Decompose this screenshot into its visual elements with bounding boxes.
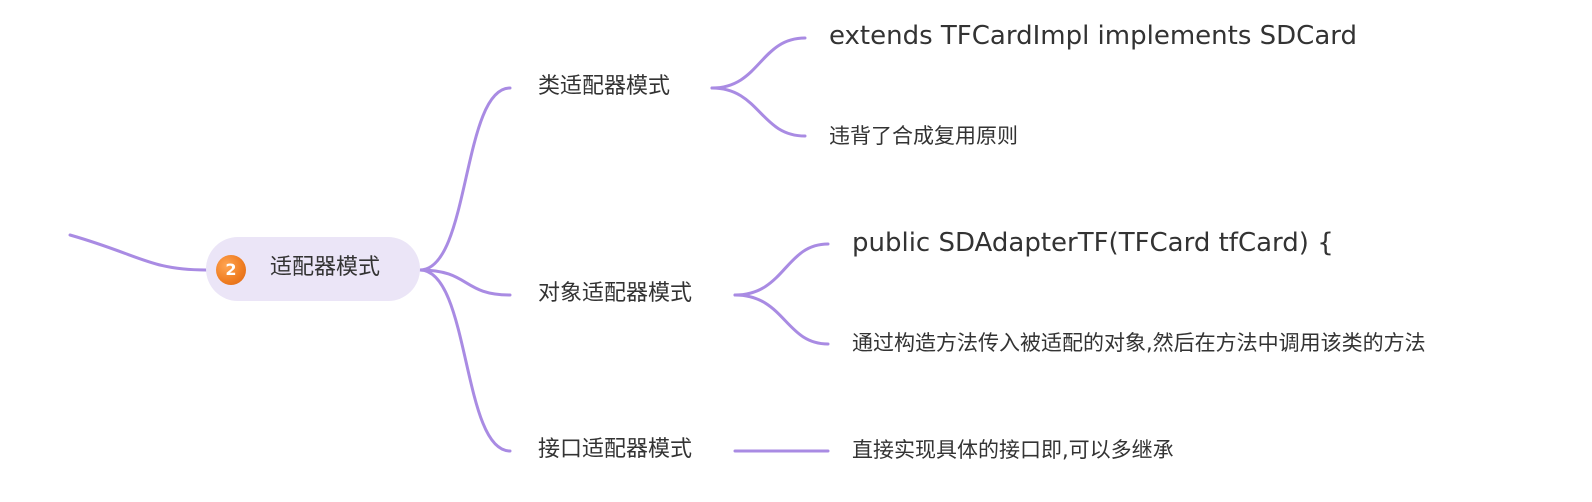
leaf-class-adapter-violation[interactable]: 违背了合成复用原则 — [829, 124, 1018, 148]
connector-class-adapter-to-violates — [710, 86, 807, 138]
connector-class-adapter-to-extends — [710, 36, 807, 90]
connector-central-to-class-adapter — [418, 86, 512, 272]
leaf-class-adapter-extends[interactable]: extends TFCardImpl implements SDCard — [829, 21, 1357, 51]
priority-badge: 2 — [216, 255, 246, 285]
central-topic-label[interactable]: 适配器模式 — [270, 255, 381, 280]
connector-object-adapter-to-constructor — [733, 242, 830, 297]
leaf-interface-adapter-description[interactable]: 直接实现具体的接口即,可以多继承 — [852, 438, 1174, 462]
branch-object-adapter[interactable]: 对象适配器模式 — [538, 281, 693, 306]
leaf-object-adapter-constructor[interactable]: public SDAdapterTF(TFCard tfCard) { — [852, 228, 1334, 258]
leaf-object-adapter-description[interactable]: 通过构造方法传入被适配的对象,然后在方法中调用该类的方法 — [852, 331, 1426, 355]
connector-central-to-object-adapter — [418, 268, 512, 297]
branch-class-adapter[interactable]: 类适配器模式 — [538, 74, 671, 99]
connector-from-parent — [68, 233, 208, 272]
connector-central-to-interface-adapter — [418, 268, 512, 453]
branch-interface-adapter[interactable]: 接口适配器模式 — [538, 437, 693, 462]
connector-object-adapter-to-description — [733, 293, 830, 346]
